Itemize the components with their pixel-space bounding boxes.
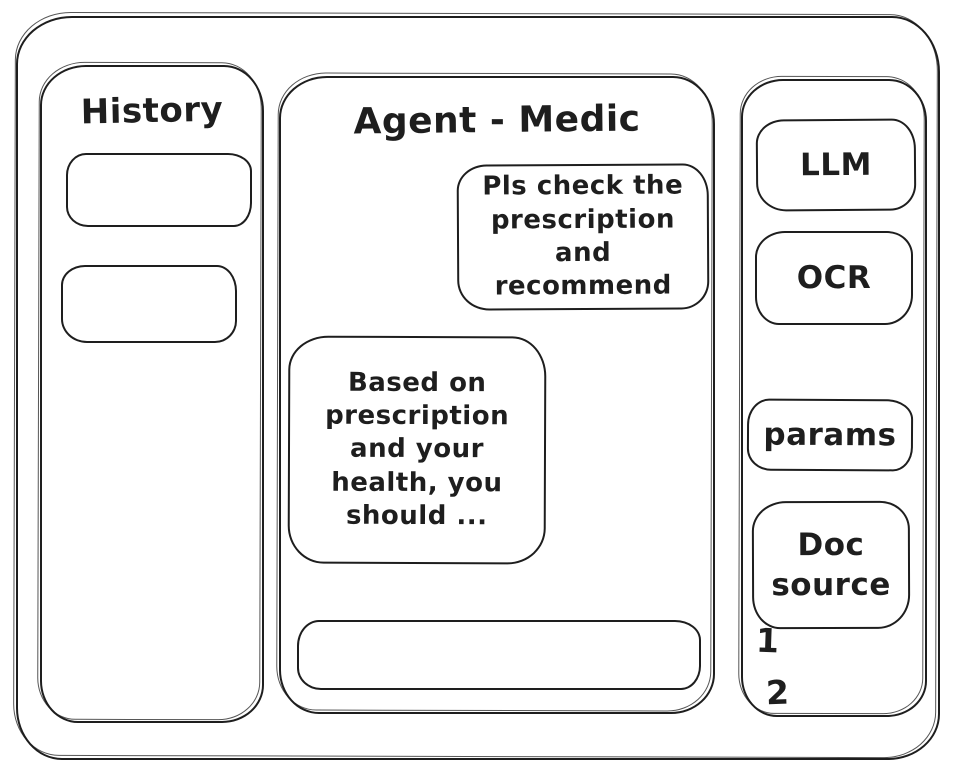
assistant-message-bubble: Based on prescription and your health, y… (287, 335, 547, 565)
history-panel-title: History (80, 89, 224, 133)
tools-sidebar: LLM OCR params Doc source 1 2 (741, 79, 927, 717)
params-button[interactable]: params (746, 398, 914, 472)
message-input[interactable] (297, 620, 701, 690)
history-sidebar: History (40, 65, 264, 723)
llm-button[interactable]: LLM (755, 118, 917, 212)
history-item[interactable] (61, 265, 237, 343)
ocr-button[interactable]: OCR (755, 231, 913, 325)
chat-panel: Agent - Medic Pls check the prescription… (279, 76, 715, 714)
doc-source-button[interactable]: Doc source (751, 500, 911, 630)
page-title: Agent - Medic (353, 98, 641, 143)
doc-source-item-2[interactable]: 2 (765, 672, 791, 713)
history-item[interactable] (66, 153, 252, 227)
app-window-frame: History Agent - Medic Pls check the pres… (16, 16, 940, 760)
doc-source-item-1[interactable]: 1 (755, 620, 781, 661)
user-message-bubble: Pls check the prescription and recommend (456, 163, 710, 311)
